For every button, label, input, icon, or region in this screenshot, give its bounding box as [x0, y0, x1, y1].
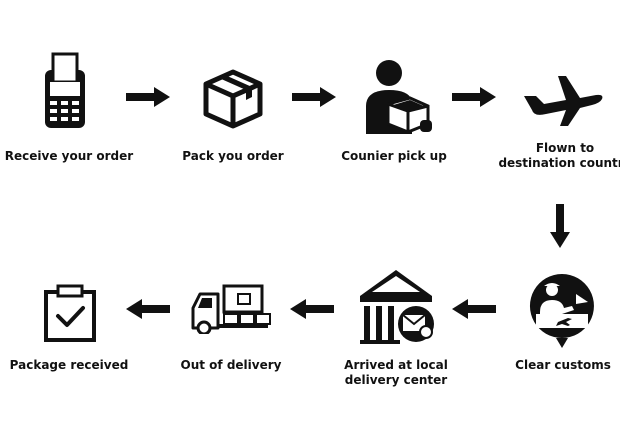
arrow-left-icon	[290, 299, 334, 319]
step-label-package-received: Package received	[9, 358, 129, 372]
box-icon	[202, 68, 264, 130]
arrow-left-icon	[126, 299, 170, 319]
arrow-right-icon	[292, 87, 336, 107]
arrow-right-icon	[126, 87, 170, 107]
arrow-down-icon	[550, 204, 570, 248]
warehouse-icon	[358, 266, 436, 346]
step-label-flown: Flown to destination country	[498, 141, 620, 170]
arrow-left-icon	[452, 299, 496, 319]
card-terminal-icon	[40, 52, 90, 132]
step-label-customs: Clear customs	[515, 358, 611, 372]
step-label-out-delivery: Out of delivery	[180, 358, 282, 372]
customs-icon	[526, 272, 598, 348]
arrow-right-icon	[452, 87, 496, 107]
step-label-courier: Counier pick up	[341, 149, 447, 163]
step-label-pack: Pack you order	[182, 149, 284, 163]
step-label-receive: Receive your order	[4, 149, 134, 163]
clipboard-check-icon	[42, 284, 98, 342]
courier-icon	[358, 58, 434, 138]
airplane-icon	[522, 70, 604, 128]
truck-icon	[190, 284, 274, 334]
step-label-arrived: Arrived at local delivery center	[344, 358, 448, 387]
